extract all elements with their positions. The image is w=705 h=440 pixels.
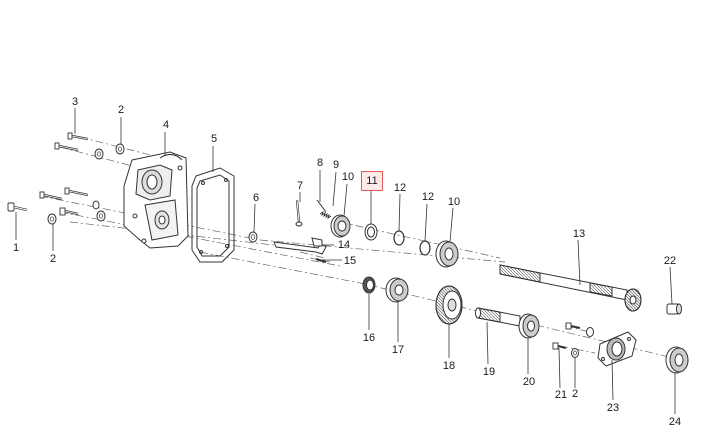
callout-14[interactable]: 14 — [337, 239, 351, 251]
gearbox-housing[interactable] — [123, 151, 189, 249]
callout-15[interactable]: 15 — [343, 255, 357, 267]
bolt-mid-2[interactable] — [64, 187, 89, 197]
callout-6[interactable]: 6 — [252, 192, 260, 204]
callout-10-right[interactable]: 10 — [447, 196, 461, 208]
callout-17[interactable]: 17 — [391, 344, 405, 356]
callout-2-upper[interactable]: 2 — [117, 104, 125, 116]
output-shaft-19[interactable] — [475, 307, 521, 327]
bolt-1[interactable] — [7, 202, 28, 212]
bolt-mid-3[interactable] — [59, 207, 79, 216]
callout-19[interactable]: 19 — [482, 366, 496, 378]
flange-cover-23[interactable] — [597, 331, 637, 367]
bearing-10-right[interactable] — [435, 240, 459, 268]
shift-fork-14[interactable] — [273, 237, 327, 255]
bearing-24[interactable] — [665, 346, 689, 374]
main-shaft-13[interactable] — [499, 264, 642, 312]
callout-7[interactable]: 7 — [296, 180, 304, 192]
bolt-21-upper[interactable] — [565, 322, 581, 330]
callout-24[interactable]: 24 — [668, 416, 682, 428]
ring-11[interactable] — [364, 223, 378, 241]
washer-2-right-b[interactable] — [571, 348, 579, 358]
callout-12-b[interactable]: 12 — [421, 191, 435, 203]
washer-2-lower-a[interactable] — [47, 213, 57, 225]
callout-20[interactable]: 20 — [522, 376, 536, 388]
callout-4[interactable]: 4 — [162, 119, 170, 131]
washer-6[interactable] — [248, 231, 258, 243]
callout-18[interactable]: 18 — [442, 360, 456, 372]
callout-22[interactable]: 22 — [663, 255, 677, 267]
snap-ring-12-a[interactable] — [393, 230, 405, 246]
gear-18[interactable] — [435, 285, 463, 325]
washer-small[interactable] — [92, 200, 100, 210]
callout-21[interactable]: 21 — [554, 389, 568, 401]
washer-2-lower-b[interactable] — [96, 210, 106, 222]
bolt-3-upper[interactable] — [67, 132, 89, 141]
bearing-10-left[interactable] — [330, 214, 351, 238]
bearing-17[interactable] — [385, 277, 409, 303]
bolt-21-lower[interactable] — [552, 342, 567, 350]
callout-2-left[interactable]: 2 — [49, 253, 57, 265]
seal-16[interactable] — [362, 276, 376, 294]
callout-11-highlighted[interactable]: 11 — [361, 171, 383, 191]
gasket[interactable] — [191, 167, 235, 263]
snap-ring-12-b[interactable] — [419, 240, 431, 256]
cap-22[interactable] — [666, 303, 682, 315]
callout-8[interactable]: 8 — [316, 157, 324, 169]
callout-23[interactable]: 23 — [606, 402, 620, 414]
washer-2-right-a[interactable] — [586, 327, 594, 337]
shift-pin-7[interactable] — [295, 199, 303, 227]
callout-2-right[interactable]: 2 — [571, 388, 579, 400]
callout-9[interactable]: 9 — [332, 159, 340, 171]
pin-15[interactable] — [315, 258, 327, 263]
callout-16[interactable]: 16 — [362, 332, 376, 344]
callout-12-a[interactable]: 12 — [393, 182, 407, 194]
callout-10-left[interactable]: 10 — [341, 171, 355, 183]
callout-3[interactable]: 3 — [71, 96, 79, 108]
bearing-20[interactable] — [518, 313, 540, 339]
callout-5[interactable]: 5 — [210, 133, 218, 145]
bolt-mid-1[interactable] — [39, 191, 63, 201]
callout-1[interactable]: 1 — [12, 242, 20, 254]
spring-9[interactable] — [319, 210, 332, 220]
washer-2-upper-a[interactable] — [115, 143, 125, 155]
rod-8[interactable] — [316, 199, 327, 213]
callout-13[interactable]: 13 — [572, 228, 586, 240]
washer-2-upper-b[interactable] — [94, 148, 104, 160]
bolt-3-lower[interactable] — [54, 142, 79, 152]
leader-lines — [15, 108, 676, 414]
